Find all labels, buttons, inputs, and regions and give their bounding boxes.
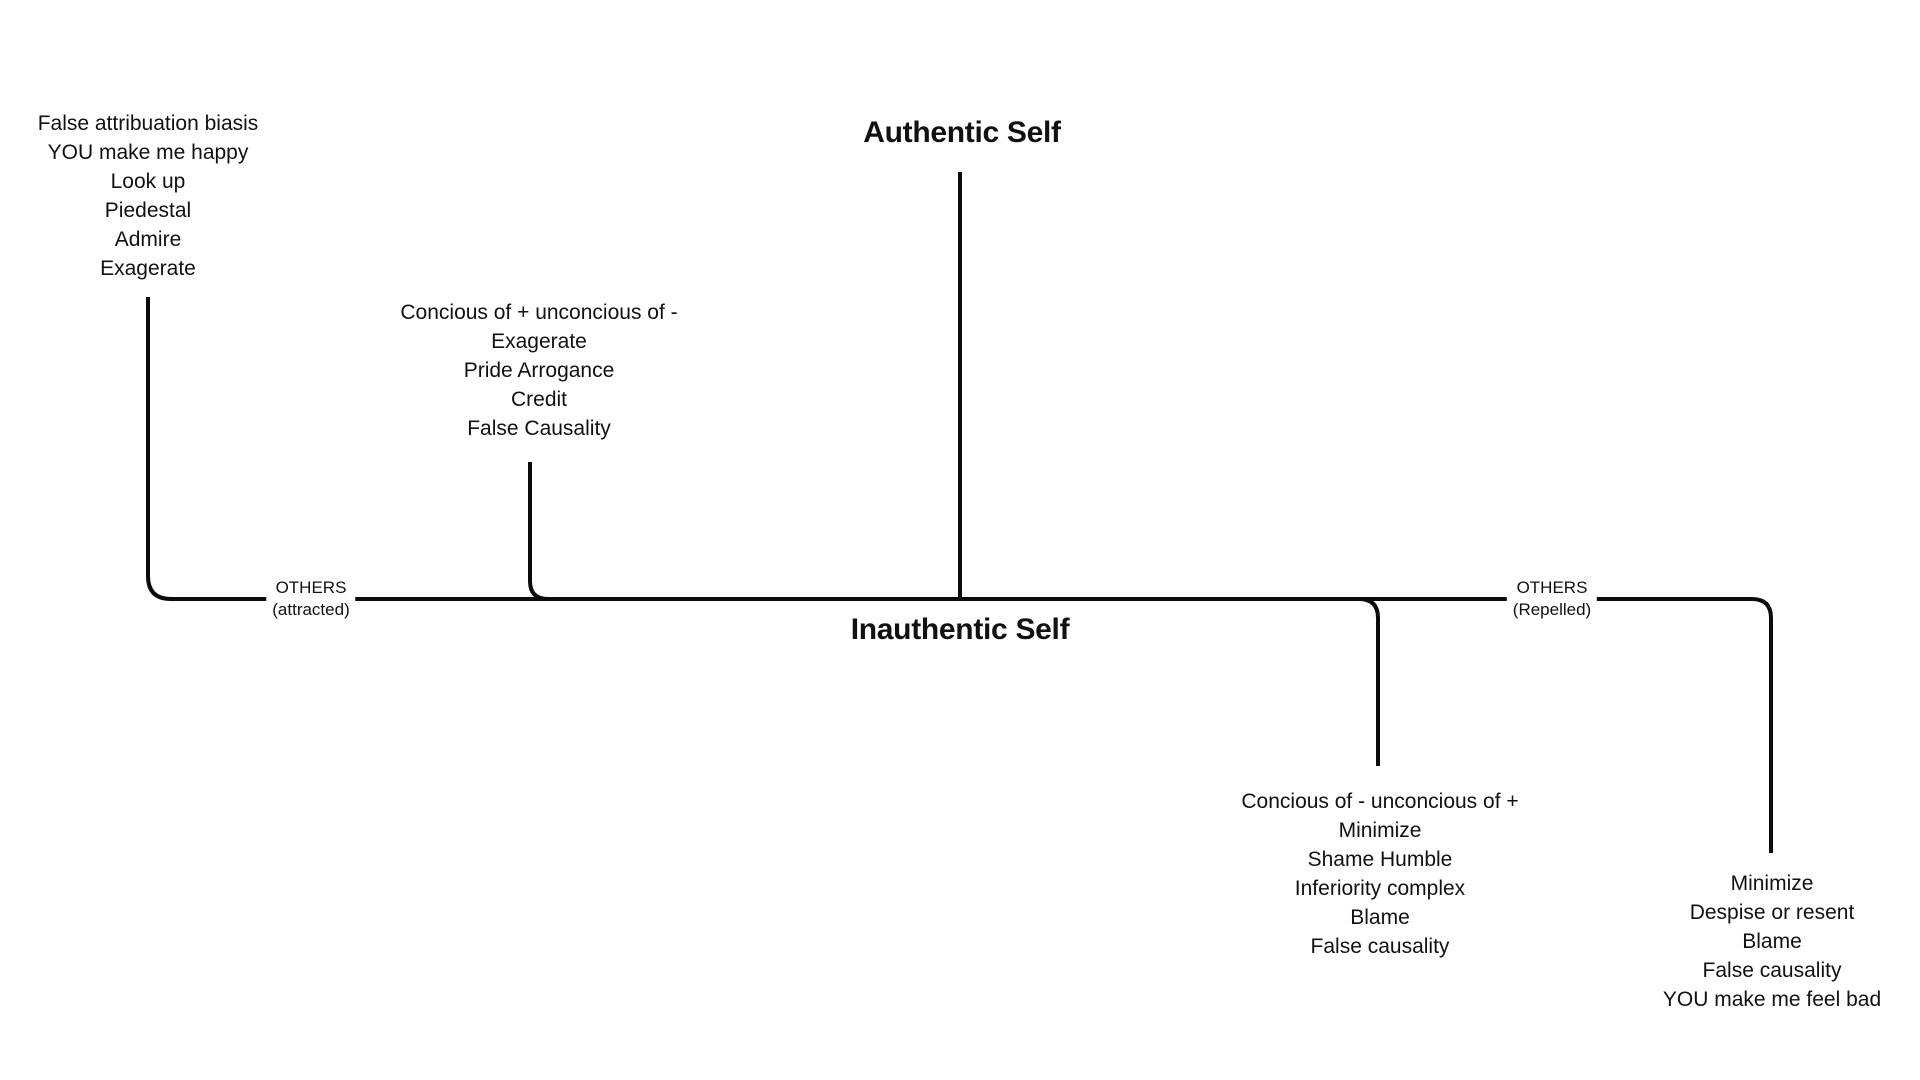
text-line: Piedestal [104,199,192,222]
others-attracted-line1: OTHERS [275,578,347,597]
text-line: Exagerate [491,330,587,353]
text-line: False attribuation biasis [37,112,259,135]
text-line: Exagerate [100,257,196,280]
text-line: Inferiority complex [1294,877,1466,900]
authentic-self-title: Authentic Self [863,116,1061,149]
text-line: Blame [1350,906,1410,929]
others-attracted-line2: (attracted) [272,600,350,619]
text-line: Look up [110,170,186,193]
text-line: Pride Arrogance [463,359,615,382]
others-repelled-label: OTHERS (Repelled) [1506,577,1598,621]
text-line: Blame [1742,930,1802,953]
text-line: Concious of + unconcious of - [400,301,678,324]
text-line: False causality [1310,935,1450,958]
text-line: Credit [510,388,568,411]
text-line: YOU make me happy [47,141,249,164]
text-line: False causality [1702,959,1842,982]
text-line: Minimize [1730,872,1814,895]
others-attracted-label: OTHERS (attracted) [266,577,356,621]
text-line: False Causality [467,417,611,440]
others-repelled-line1: OTHERS [1516,578,1588,597]
connector-midleft-branch [528,462,549,601]
connector-midright-branch [1358,597,1380,766]
text-line: Despise or resent [1689,901,1855,924]
text-line: Minimize [1338,819,1422,842]
text-line: Shame Humble [1307,848,1453,871]
others-repelled-line2: (Repelled) [1512,600,1592,619]
text-line: Concious of - unconcious of + [1241,790,1519,813]
text-line: Admire [114,228,182,251]
text-line: YOU make me feel bad [1662,988,1882,1011]
inauthentic-self-title: Inauthentic Self [850,613,1070,646]
